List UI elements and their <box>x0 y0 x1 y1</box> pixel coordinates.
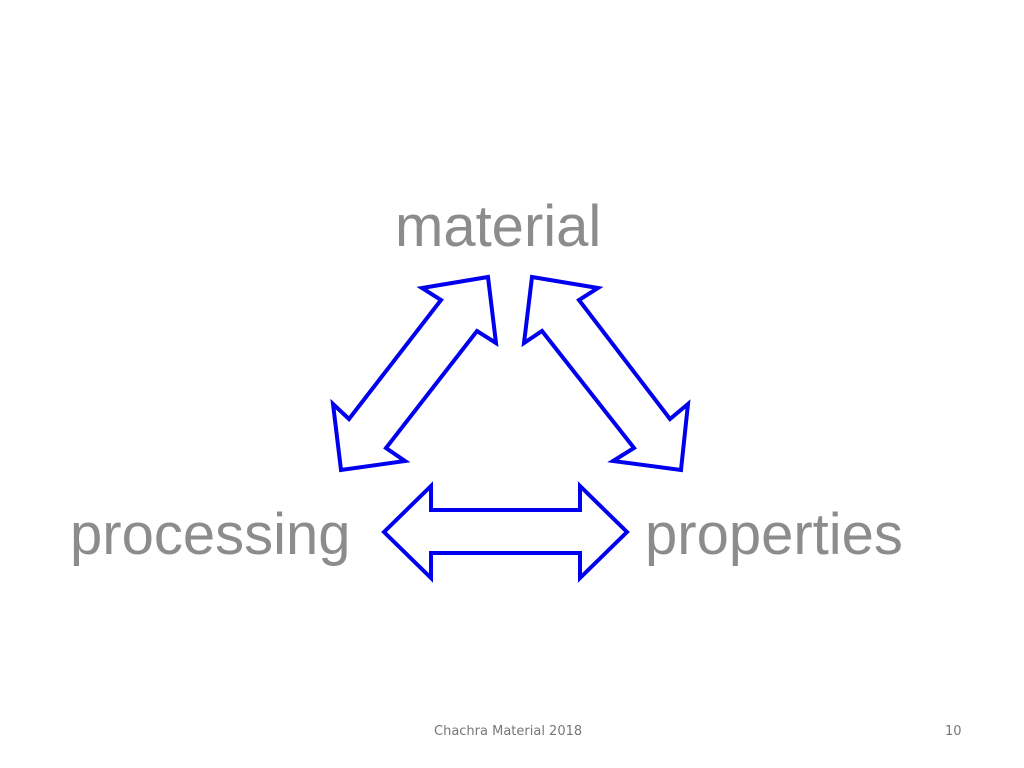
footer-label: Chachra Material 2018 <box>434 724 583 739</box>
term-material: material <box>395 194 602 259</box>
term-processing: processing <box>70 502 351 567</box>
arrow-material-properties <box>521 274 691 473</box>
arrow-material-processing <box>330 274 499 473</box>
term-properties: properties <box>645 502 903 567</box>
arrow-processing-properties <box>381 481 630 583</box>
page-number: 10 <box>945 724 962 739</box>
